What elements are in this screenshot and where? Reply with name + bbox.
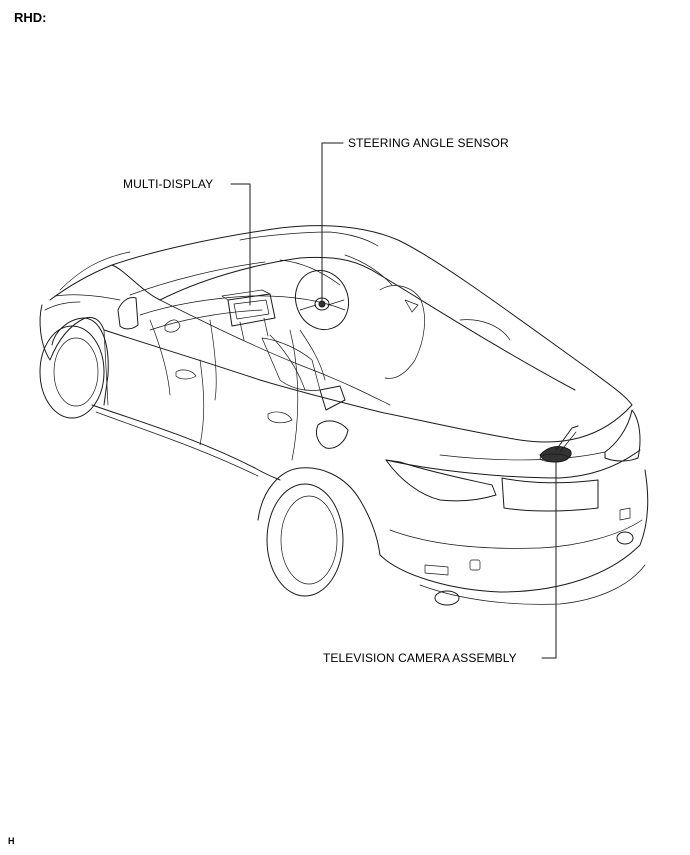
windshield — [111, 264, 161, 301]
front-bumper — [39, 304, 105, 361]
rear-bumper — [379, 469, 649, 593]
rear-wheel-arch — [257, 467, 381, 556]
front-door — [103, 329, 109, 406]
diagram-title: RHD: — [14, 10, 47, 25]
front-door-handle — [175, 369, 197, 380]
rear-seat — [459, 319, 511, 341]
television-camera — [539, 425, 579, 463]
license-plate-recess — [501, 477, 599, 512]
roof-outline — [111, 225, 633, 406]
front-wheel-arch — [51, 317, 109, 406]
steering-wheel — [295, 269, 349, 331]
door-edge-2 — [289, 329, 299, 461]
side-sill — [91, 404, 281, 481]
car-body — [39, 225, 649, 606]
shoulder-line — [159, 299, 391, 406]
front-wheel — [39, 325, 105, 419]
trunk-lid — [385, 449, 641, 479]
car-interior — [139, 254, 511, 411]
fuel-flap — [315, 420, 349, 449]
exhaust-tip-right — [616, 531, 634, 545]
footer-code: H — [8, 836, 15, 846]
front-seat — [379, 285, 425, 379]
television-camera-leader — [541, 461, 557, 659]
rear-wheel — [266, 483, 344, 597]
leader-lines — [230, 142, 557, 659]
multi-display-leader — [230, 183, 251, 306]
rear-quarter — [379, 404, 633, 443]
television-camera-assembly-label: TELEVISION CAMERA ASSEMBLY — [323, 651, 517, 665]
right-tail-light — [604, 409, 641, 462]
rear-sensor — [469, 559, 481, 571]
rear-reflector-left — [424, 564, 449, 576]
side-mirror — [117, 297, 139, 330]
multi-display-label: MULTI-DISPLAY — [123, 177, 214, 191]
multi-display-unit — [221, 289, 276, 341]
roof-inner-line — [159, 256, 576, 391]
steering-angle-sensor-leader — [321, 142, 344, 301]
door-edge-1 — [199, 359, 205, 446]
rear-door-handle — [267, 411, 293, 424]
steering-angle-sensor-label: STEERING ANGLE SENSOR — [348, 136, 509, 150]
belt-line — [103, 329, 381, 413]
exhaust-tip-left — [434, 590, 460, 606]
left-tail-light — [385, 459, 497, 502]
